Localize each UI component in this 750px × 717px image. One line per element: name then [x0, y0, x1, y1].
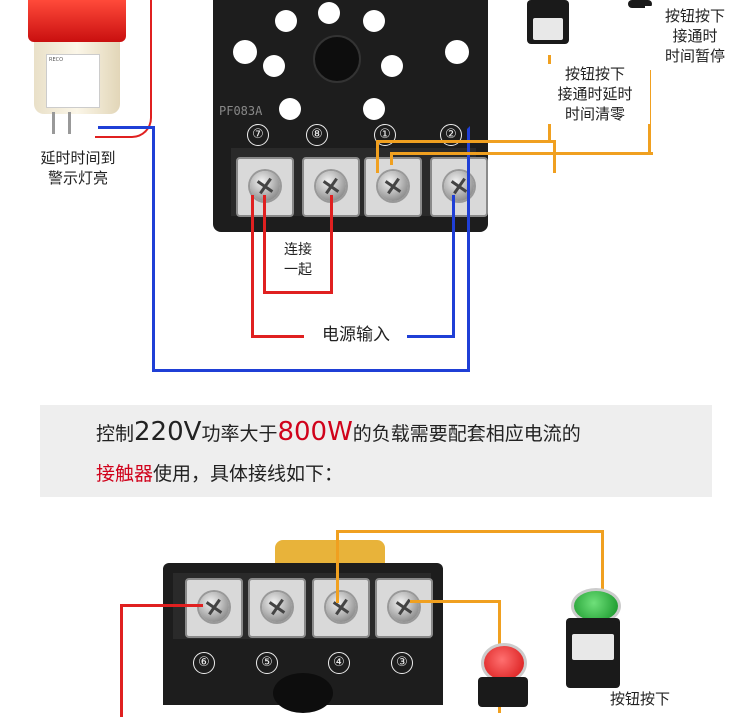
- banner-text: 控制: [96, 423, 135, 445]
- center-key-hole: [313, 35, 361, 83]
- mount-hole-right: [445, 40, 469, 64]
- wire-orange-pause: [390, 152, 653, 165]
- terminal-label-1: ①: [374, 124, 396, 146]
- terminal-label-5: ⑤: [256, 652, 278, 674]
- banner-line-2: 接触器使用，具体接线如下：: [96, 459, 343, 486]
- banner-line-1: 控制220V功率大于800W的负载需要配套相应电流的: [96, 417, 581, 447]
- socket-hole: [273, 673, 333, 713]
- terminal-4: [312, 578, 370, 638]
- button-contact-block: [533, 18, 563, 40]
- relay-model-text: PF083A: [219, 104, 263, 118]
- button-clear-caption: 按钮按下 接通时延时 时间清零: [540, 64, 650, 124]
- button-contact-block: [572, 634, 614, 660]
- screw-icon: [389, 592, 419, 622]
- alarm-caption: 延时时间到 警示灯亮: [18, 148, 138, 188]
- alarm-caption-line2: 警示灯亮: [47, 169, 108, 187]
- terminal-1: [364, 157, 422, 217]
- terminal-label-7: ⑦: [247, 124, 269, 146]
- socket-hole: [275, 10, 297, 32]
- connect-caption: 连接 一起: [270, 240, 326, 280]
- socket-hole: [381, 55, 403, 77]
- wire-blue-alarm-top: [98, 126, 155, 129]
- red-button-body: [478, 677, 528, 707]
- button-clear-line1: 按钮按下: [564, 65, 625, 83]
- button-pause-line2: 接通时: [672, 27, 718, 45]
- socket-hole: [318, 2, 340, 24]
- button-clear-line3: 时间清零: [564, 105, 625, 123]
- wire-blue-power: [400, 195, 455, 338]
- banner-text: 的负载需要配套相应电流的: [352, 423, 581, 445]
- wire-orange-bottom-a: [336, 530, 604, 603]
- green-button-body: [566, 618, 620, 688]
- info-banner: 控制220V功率大于800W的负载需要配套相应电流的 接触器使用，具体接线如下：: [40, 405, 712, 497]
- screw-icon: [326, 592, 356, 622]
- button-pause-line3: 时间暂停: [664, 47, 725, 65]
- wire-red-power: [251, 195, 304, 338]
- connect-caption-line2: 一起: [284, 262, 312, 278]
- socket-hole: [363, 10, 385, 32]
- alarm-caption-line1: 延时时间到: [40, 149, 116, 167]
- button-bottom-caption: 按钮按下: [598, 689, 682, 709]
- button-pause-caption: 按钮按下 接通时 时间暂停: [645, 6, 745, 66]
- push-button-clear: [527, 0, 569, 44]
- banner-contactor: 接触器: [96, 463, 154, 485]
- banner-voltage: 220V: [134, 417, 202, 447]
- terminal-3: [375, 578, 433, 638]
- power-input-caption: 电源输入: [305, 325, 407, 345]
- alarm-wire-red: [95, 0, 152, 138]
- terminal-label-4: ④: [328, 652, 350, 674]
- wire-orange-clear: [376, 140, 556, 173]
- alarm-pin-right: [68, 112, 71, 134]
- terminal-6: [185, 578, 243, 638]
- screw-icon: [262, 592, 292, 622]
- screw-icon: [199, 592, 229, 622]
- screw-icon: [378, 171, 408, 201]
- terminal-5: [248, 578, 306, 638]
- alarm-label: RECO: [46, 54, 100, 108]
- push-button-pause: [628, 0, 652, 8]
- button-pause-line1: 按钮按下: [664, 7, 725, 25]
- terminal-label-8: ⑧: [306, 124, 328, 146]
- socket-hole: [363, 98, 385, 120]
- alarm-pin-left: [52, 112, 55, 134]
- wire-blue-alarm: [152, 126, 470, 372]
- banner-text: 使用，具体接线如下：: [153, 463, 344, 485]
- connect-caption-line1: 连接: [284, 242, 312, 258]
- wire-red-link: [263, 195, 333, 294]
- terminal-label-2: ②: [440, 124, 462, 146]
- terminal-label-3: ③: [391, 652, 413, 674]
- button-clear-line2: 接通时延时: [557, 85, 633, 103]
- socket-hole: [279, 98, 301, 120]
- mount-hole-left: [233, 40, 257, 64]
- banner-text: 功率大于: [201, 423, 278, 445]
- banner-power: 800W: [277, 417, 353, 447]
- wire-red-bottom: [120, 604, 203, 717]
- base-yellow-tab: [275, 540, 385, 566]
- socket-hole: [263, 55, 285, 77]
- terminal-label-6: ⑥: [193, 652, 215, 674]
